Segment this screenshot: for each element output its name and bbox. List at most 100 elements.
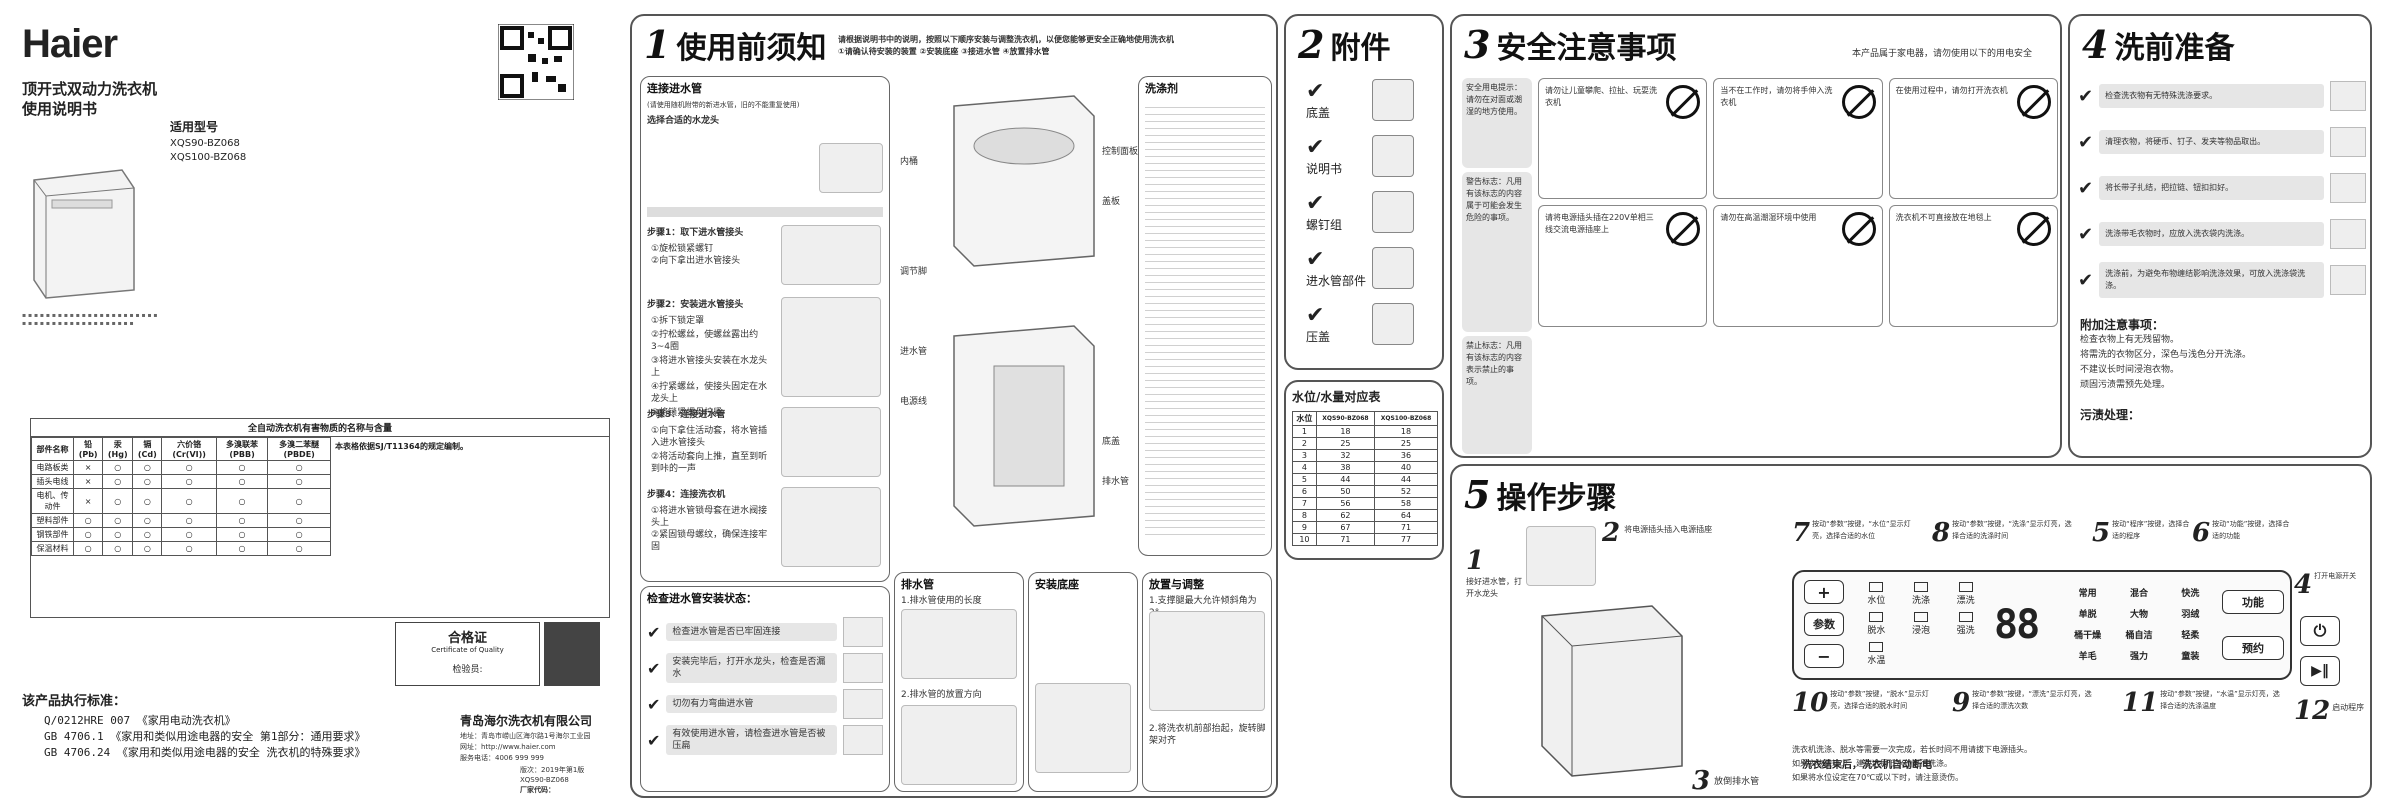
- minus-button[interactable]: −: [1804, 644, 1844, 668]
- table-cell: ○: [132, 513, 163, 528]
- digit-display: 88: [1994, 602, 2040, 648]
- hazard-table-block: 全自动洗衣机有害物质的名称与含量 部件名称 铅(Pb) 汞(Hg) 镉(Cd) …: [30, 418, 610, 618]
- drain-illustration-1: [901, 609, 1017, 679]
- function-button[interactable]: 功能: [2222, 590, 2284, 614]
- table-row: 插头电线×○○○○○: [30, 474, 331, 489]
- op-step-9: 9 按动“参数”按键，“漂洗”显示灯亮，选择合适的漂洗次数: [1952, 688, 2092, 718]
- cert-title: 合格证: [447, 631, 487, 646]
- version: 版次：2019年第1版: [520, 766, 585, 774]
- accessory-thumbnail: [1372, 303, 1414, 345]
- th: 部件名称: [30, 437, 75, 461]
- note-item: 如果衣物量较少，建议选用低水位进行洗涤。: [1792, 759, 1952, 768]
- table-cell: 3: [1292, 449, 1317, 462]
- program-option[interactable]: 快洗: [2181, 589, 2200, 599]
- program-option[interactable]: 童装: [2181, 652, 2200, 662]
- cert-inspector: 检验员:: [452, 665, 483, 675]
- detergent-box: 洗涤剂: [1138, 76, 1272, 556]
- table-cell: 9: [1292, 521, 1317, 534]
- program-option[interactable]: 单脱: [2078, 610, 2097, 620]
- power-button[interactable]: ⏻: [2300, 616, 2340, 646]
- table-cell: 6: [1292, 485, 1317, 498]
- op-step-10: 10 按动“参数”按键，“脱水”显示灯亮，选择合适的脱水时间: [1792, 688, 1929, 718]
- indicator[interactable]: 脱水: [1856, 612, 1897, 636]
- list-item: ④拧紧螺丝，使接头固定在水龙头上: [651, 382, 768, 404]
- indicator[interactable]: 强洗: [1945, 612, 1986, 636]
- cert-subtitle: Certificate of Quality: [431, 646, 504, 654]
- indicator[interactable]: 浸泡: [1901, 612, 1942, 636]
- plus-button[interactable]: +: [1804, 580, 1844, 604]
- warning-card: 请将电源插头插在220V单相三线交流电源插座上: [1538, 205, 1708, 327]
- model-2: XQS100-BZ068: [170, 152, 247, 163]
- company-website: 网址：http://www.haier.com: [460, 743, 556, 751]
- section-1-subtitle: 请根据说明书中的说明，按照以下顺序安装与调整洗衣机，以便您能够更安全正确地使用洗…: [838, 35, 1174, 56]
- reserve-button[interactable]: 预约: [2222, 636, 2284, 660]
- table-cell: 8: [1292, 509, 1317, 522]
- program-option[interactable]: 桶干燥: [2074, 631, 2102, 641]
- table-cell: 67: [1315, 521, 1376, 534]
- washer-illustration: [33, 169, 135, 299]
- program-option[interactable]: 轻柔: [2181, 631, 2200, 641]
- list-item: ②拧松螺丝，使螺丝露出约3~4圈: [651, 330, 759, 352]
- start-pause-button[interactable]: ▶‖: [2300, 656, 2340, 686]
- check-icon: ✔: [1306, 191, 1325, 216]
- table-cell: 10: [1292, 533, 1317, 546]
- table-cell: ○: [215, 474, 269, 489]
- program-option[interactable]: 常用: [2078, 589, 2097, 599]
- diagram-label-6: 排水管: [1102, 477, 1130, 487]
- program-option[interactable]: 桶自洁: [2125, 631, 2153, 641]
- notice-item: 不建议长时间浸泡衣物。: [2080, 365, 2180, 375]
- check-title: 检查进水管安装状态：: [647, 592, 757, 605]
- prep-list: ✔检查洗衣物有无特殊洗涤要求。✔清理衣物，将硬币、钉子、发夹等物品取出。✔将长带…: [2078, 76, 2366, 306]
- indicator[interactable]: 洗涤: [1901, 582, 1942, 606]
- table-row: 塑料部件○○○○○○: [30, 513, 331, 528]
- program-option[interactable]: 强力: [2129, 652, 2148, 662]
- water-table-title: 水位/水量对应表: [1292, 390, 1381, 404]
- detergent-title: 洗涤剂: [1145, 82, 1178, 95]
- check-icon: ✔: [647, 730, 661, 750]
- indicator[interactable]: 水位: [1856, 582, 1897, 606]
- step4-b: ②紧固锁母螺纹，确保连接牢固: [651, 530, 768, 552]
- check-icon: ✔: [1306, 247, 1325, 272]
- power-icon: ⏻: [2313, 621, 2327, 640]
- table-cell: ×: [73, 460, 104, 475]
- table-cell: 18: [1374, 425, 1438, 438]
- diagram-label-7: 底盖: [1102, 437, 1121, 447]
- prep-text: 洗涤前，为避免布物缠结影响洗涤效果，可放入洗涤袋洗涤。: [2099, 262, 2324, 298]
- program-option[interactable]: 羊毛: [2078, 652, 2097, 662]
- step4-a: ①将进水管锁母套在进水阀接头上: [651, 506, 768, 528]
- indicator[interactable]: 水温: [1856, 642, 1897, 666]
- table-cell: ○: [161, 527, 217, 542]
- indicator-label: 漂洗: [1956, 596, 1975, 606]
- company-name: 青岛海尔洗衣机有限公司: [460, 714, 593, 728]
- diagram-label-1: 控制面板: [1102, 147, 1139, 157]
- operation-notes: 洗衣机洗涤、脱水等需要一次完成，若长时间不用请拔下电源插头。如果衣物量较少，建议…: [1792, 744, 2362, 786]
- check-icon: ✔: [2078, 223, 2094, 245]
- table-cell: 56: [1315, 497, 1376, 510]
- indicator-icon: [1869, 612, 1884, 622]
- program-option[interactable]: 羽绒: [2181, 610, 2200, 620]
- diagram-label-4: 进水管: [900, 347, 928, 357]
- accessory-thumbnail: [1372, 247, 1414, 289]
- table-cell: ×: [73, 474, 104, 489]
- manual-title: 使用说明书: [22, 100, 98, 118]
- item-thumbnail: [843, 689, 883, 719]
- program-option[interactable]: 混合: [2129, 589, 2148, 599]
- indicator[interactable]: 漂洗: [1945, 582, 1986, 606]
- table-row: 保温材料○○○○○○: [30, 541, 331, 556]
- warning-grid: 请勿让儿童攀爬、拉扯、玩耍洗衣机当不在工作时，请勿将手伸入洗衣机在使用过程中，请…: [1538, 78, 2058, 454]
- standard-2: GB 4706.1 《家用和类似用途电器的安全 第1部分：通用要求》: [44, 730, 366, 743]
- control-panel: + 参数 − 水位洗涤漂洗脱水浸泡强洗水温 88 常用 混合 快洗单脱 大物 羽绒桶干燥…: [1792, 570, 2292, 680]
- step1-a: ①旋松锁紧螺钉: [651, 244, 714, 254]
- program-option[interactable]: 大物: [2129, 610, 2148, 620]
- standard-1: Q/0212HRE 007 《家用电动洗衣机》: [44, 714, 236, 727]
- notice-list: 检查衣物上有无残留物。将需洗的衣物区分，深色与浅色分开洗涤。不建议长时间浸泡衣物…: [2080, 334, 2364, 394]
- param-button[interactable]: 参数: [1804, 612, 1844, 636]
- foot-illustration: [1035, 683, 1131, 773]
- table-cell: ○: [215, 488, 269, 514]
